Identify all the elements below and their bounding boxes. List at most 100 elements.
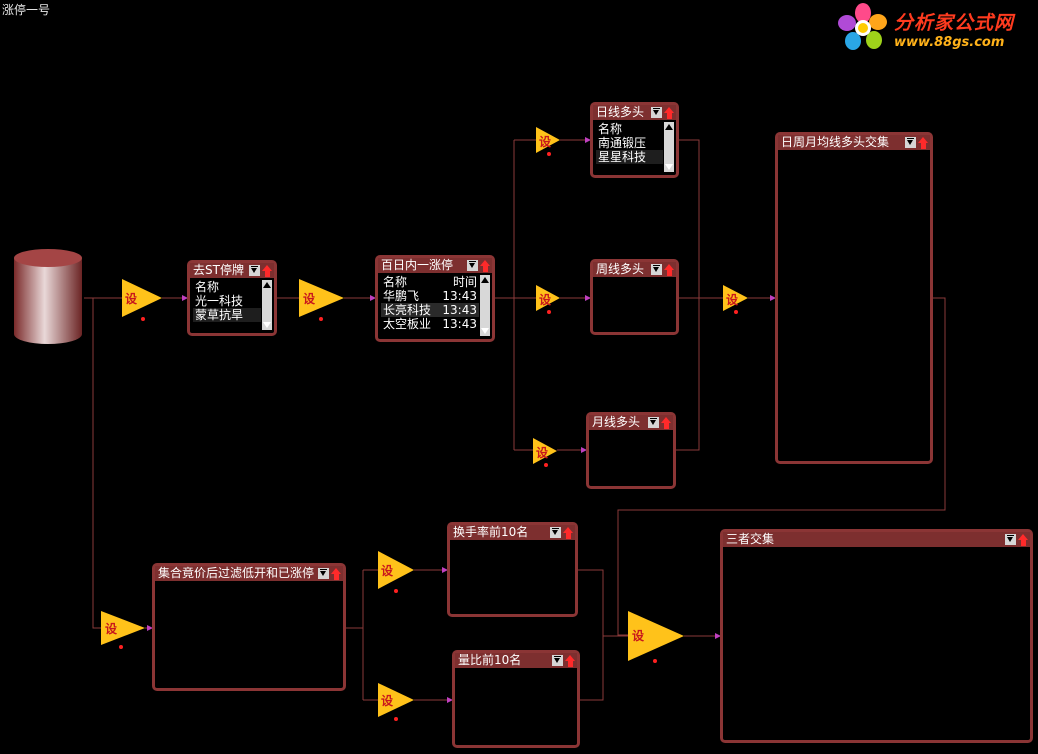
dropdown-menu-icon[interactable] [651,107,662,118]
gate-monthly[interactable]: 设 [533,438,559,468]
arrow-up-icon[interactable] [664,263,675,276]
gate-label: 设 [539,135,552,149]
node-title: 周线多头 [596,262,645,276]
gate-triangle-icon [723,285,748,314]
list-item[interactable]: 光一科技 [195,294,244,308]
scroll-down-icon[interactable] [665,164,673,170]
result-list: 名称 光一科技 蒙草抗旱 [193,280,261,330]
gate-label: 设 [105,622,118,636]
node-daily-bull[interactable]: 日线多头 名称 南通锻压 星星科技 [590,102,679,178]
node-monthly-bull[interactable]: 月线多头 [586,412,676,489]
gate-label: 设 [539,293,552,307]
node-title: 集合竟价后过滤低开和已涨停 [158,566,315,580]
dropdown-menu-icon[interactable] [249,265,260,276]
scrollbar[interactable] [262,280,272,330]
node-title: 去ST停牌 [193,263,244,277]
list-item[interactable]: 南通锻压 [598,136,647,150]
dropdown-menu-icon[interactable] [648,417,659,428]
dropdown-menu-icon[interactable] [550,527,561,538]
gate-daily[interactable]: 设 [536,127,562,157]
dropdown-menu-icon[interactable] [1005,534,1016,545]
gate-triangle-icon [536,127,560,156]
list-item[interactable]: 星星科技 [596,150,663,164]
arrow-up-icon[interactable] [918,136,929,149]
logo-name: 分析家公式网 [894,12,1015,34]
gate-turnover[interactable]: 设 [378,551,416,595]
gate-label: 设 [381,694,394,708]
scroll-down-icon[interactable] [263,322,271,328]
arrow-up-icon[interactable] [661,416,672,429]
logo-url: www.88gs.com [894,35,1005,50]
node-title: 三者交集 [726,532,775,546]
node-title: 月线多头 [592,415,641,429]
node-title: 日线多头 [596,105,645,119]
gate-2[interactable]: 设 [299,279,345,323]
gate-label: 设 [726,293,739,307]
database-icon[interactable] [12,248,84,346]
node-dwm-intersect[interactable]: 日周月均线多头交集 [775,132,933,464]
node-remove-st[interactable]: 去ST停牌 名称 光一科技 蒙草抗旱 [187,260,277,336]
gate-label: 设 [536,446,549,460]
node-header[interactable]: 日线多头 [593,105,676,120]
node-header[interactable]: 量比前10名 [455,653,577,668]
node-header[interactable]: 三者交集 [723,532,1030,547]
arrow-up-icon[interactable] [563,526,574,539]
page-title: 涨停一号 [2,3,51,17]
gate-label: 设 [381,564,394,578]
node-weekly-bull[interactable]: 周线多头 [590,259,679,335]
list-header: 名称 [195,280,220,294]
node-header[interactable]: 换手率前10名 [450,525,575,540]
gate-triangle-icon [628,611,684,663]
gate-triangle-icon [378,551,414,593]
gate-triangle-icon [122,279,162,321]
gate-final[interactable]: 设 [628,611,686,665]
gate-triangle-icon [533,438,557,467]
arrow-up-icon[interactable] [1018,533,1029,546]
gate-1[interactable]: 设 [122,279,164,323]
dropdown-menu-icon[interactable] [552,655,563,666]
node-turnover-top10[interactable]: 换手率前10名 [447,522,578,617]
gate-triangle-icon [378,683,414,721]
gate-label: 设 [303,292,316,306]
gate-volume[interactable]: 设 [378,683,416,723]
scrollbar[interactable] [664,122,674,172]
node-volume-ratio-top10[interactable]: 量比前10名 [452,650,580,748]
dropdown-menu-icon[interactable] [651,264,662,275]
result-list: 名称 南通锻压 星星科技 [596,122,663,172]
node-header[interactable]: 百日内一涨停 [378,258,492,273]
arrow-up-icon[interactable] [664,106,675,119]
list-item[interactable]: 蒙草抗旱 [193,308,261,322]
node-header[interactable]: 集合竟价后过滤低开和已涨停 [155,566,343,581]
node-header[interactable]: 周线多头 [593,262,676,277]
arrow-up-icon[interactable] [565,654,576,667]
gate-weekly[interactable]: 设 [536,285,562,315]
dropdown-menu-icon[interactable] [905,137,916,148]
dropdown-menu-icon[interactable] [467,260,478,271]
list-header: 名称时间 [383,275,477,289]
scroll-up-icon[interactable] [665,124,673,130]
scrollbar[interactable] [480,275,490,336]
gate-collector[interactable]: 设 [723,285,749,315]
arrow-up-icon[interactable] [262,264,273,277]
node-auction-filter[interactable]: 集合竟价后过滤低开和已涨停 [152,563,346,691]
dropdown-menu-icon[interactable] [318,568,329,579]
arrow-up-icon[interactable] [331,567,342,580]
scroll-up-icon[interactable] [481,277,489,283]
scroll-down-icon[interactable] [481,328,489,334]
node-three-intersect[interactable]: 三者交集 [720,529,1033,743]
node-header[interactable]: 去ST停牌 [190,263,274,278]
node-header[interactable]: 日周月均线多头交集 [778,135,930,150]
node-title: 百日内一涨停 [381,258,454,272]
gate-auction[interactable]: 设 [101,611,147,653]
scroll-up-icon[interactable] [263,282,271,288]
site-logo: 分析家公式网 www.88gs.com [836,2,1036,54]
arrow-up-icon[interactable] [480,259,491,272]
node-header[interactable]: 月线多头 [589,415,673,430]
